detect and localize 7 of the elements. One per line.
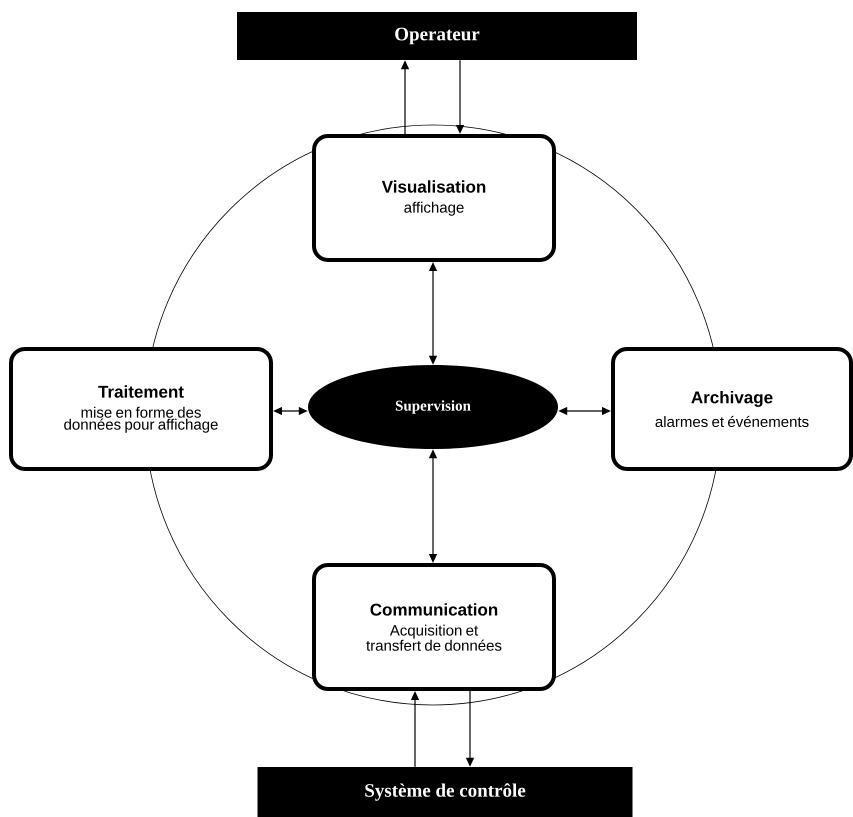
title-bar: Système de contrôle xyxy=(258,767,632,817)
title-bar: Operateur xyxy=(237,12,637,60)
process-box: Archivage alarmes et événements xyxy=(611,347,853,471)
process-box: Visualisation affichage xyxy=(312,134,556,262)
ellipse-node: Supervision xyxy=(308,365,558,449)
process-box: Communication Acquisition et transfert de données xyxy=(312,563,556,691)
process-box: Traitement mise en forme des données pour affichage xyxy=(9,347,273,471)
